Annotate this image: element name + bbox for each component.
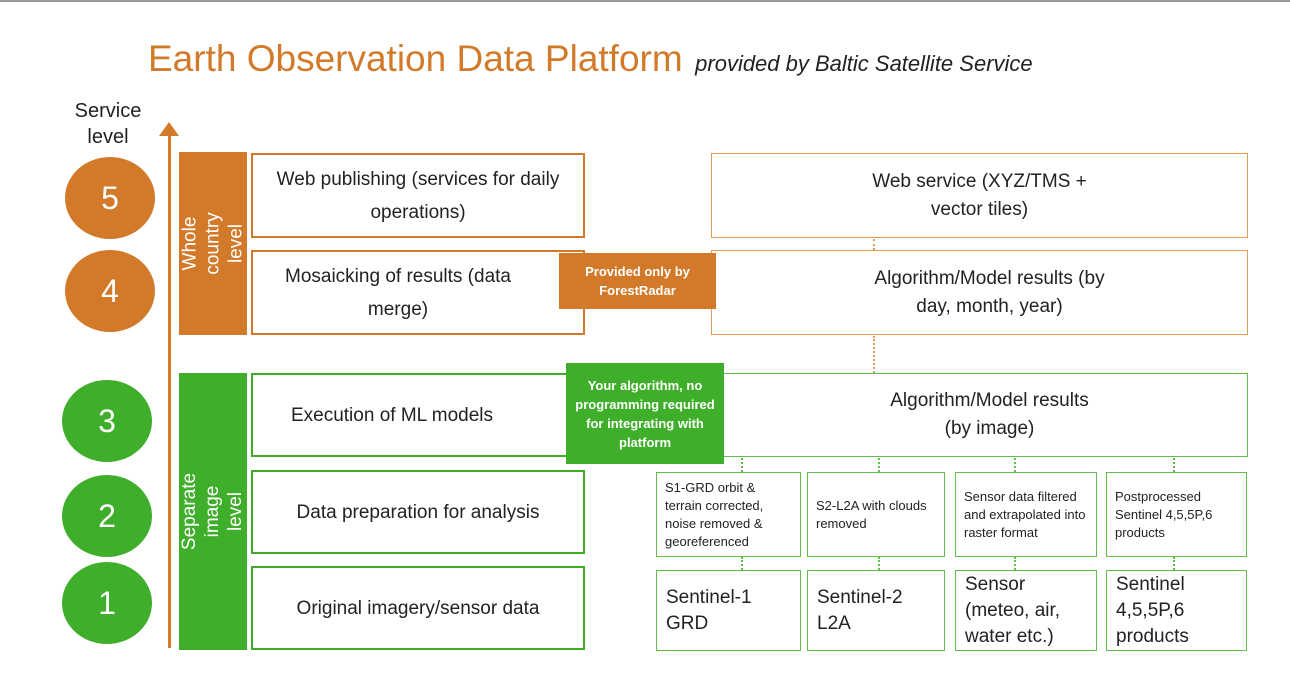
source-box: Sentinel-1 GRD [656,570,801,651]
separate-image-label: Separate image level [179,472,247,551]
source-label: Sentinel-1 GRD [666,586,752,634]
page-title: Earth Observation Data Platform provided… [148,38,1033,80]
processing-label: S2-L2A with clouds removed [816,497,927,531]
connector-image-proc-2 [878,458,880,472]
step-execution: Execution of ML models [251,373,585,457]
step-web-publishing: Web publishing (services for daily opera… [251,153,585,238]
service-level-label: Service level [74,100,142,148]
processing-label: S1-GRD orbit & terrain corrected, noise … [665,479,764,549]
step-original: Original imagery/sensor data [251,566,585,650]
step-mosaicking-label: Mosaicking of results (data merge) [285,265,511,320]
processing-box: Sensor data filtered and extrapolated in… [955,472,1097,557]
output-results-image-label: Algorithm/Model results (by image) [890,390,1089,439]
output-web-service: Web service (XYZ/TMS + vector tiles) [711,153,1248,238]
arrow-up-icon [159,122,179,136]
step-preparation-label: Data preparation for analysis [296,501,540,523]
source-box: Sentinel 4,5,5P,6 products [1106,570,1247,651]
top-border-line [0,0,1290,2]
source-box: Sensor (meteo, air, water etc.) [955,570,1097,651]
your-algorithm-badge-label: Your algorithm, no programming required … [575,377,715,450]
output-results-time-label: Algorithm/Model results (by day, month, … [874,267,1105,317]
connector-proc-src-4 [1173,557,1175,570]
connector-image-proc-1 [741,458,743,472]
processing-box: S2-L2A with clouds removed [807,472,945,557]
whole-country-label: Whole country level [179,212,247,275]
title-subtitle: provided by Baltic Satellite Service [695,51,1033,76]
title-main: Earth Observation Data Platform [148,38,683,79]
level-2-circle: 2 [62,475,152,557]
processing-label: Postprocessed Sentinel 4,5,5P,6 products [1115,488,1213,540]
level-5-circle: 5 [65,157,155,239]
connector-proc-src-1 [741,557,743,570]
source-label: Sentinel-2 L2A [817,586,903,634]
your-algorithm-badge: Your algorithm, no programming required … [566,363,724,464]
step-preparation: Data preparation for analysis [251,470,585,554]
step-mosaicking: Mosaicking of results (data merge) [251,250,585,335]
step-web-publishing-label: Web publishing (services for daily opera… [276,168,560,223]
connector-image-proc-4 [1173,458,1175,472]
forestradar-badge-label: Provided only by ForestRadar [585,264,690,298]
service-level-arrow [168,132,171,648]
source-label: Sentinel 4,5,5P,6 products [1116,573,1189,647]
connector-proc-src-2 [878,557,880,570]
processing-box: S1-GRD orbit & terrain corrected, noise … [656,472,801,557]
level-3-circle: 3 [62,380,152,462]
processing-label: Sensor data filtered and extrapolated in… [964,488,1086,540]
connector-proc-src-3 [1014,557,1016,570]
step-original-label: Original imagery/sensor data [296,597,540,619]
level-1-circle: 1 [62,562,152,644]
whole-country-band: Whole country level [179,152,247,335]
output-results-time: Algorithm/Model results (by day, month, … [711,250,1248,335]
source-label: Sensor (meteo, air, water etc.) [965,573,1061,647]
connector-results-time-image [873,336,875,373]
output-results-image: Algorithm/Model results (by image) [711,373,1248,457]
step-execution-label: Execution of ML models [290,404,494,426]
connector-web-results [873,239,875,250]
forestradar-badge: Provided only by ForestRadar [559,253,716,309]
processing-box: Postprocessed Sentinel 4,5,5P,6 products [1106,472,1247,557]
output-web-service-label: Web service (XYZ/TMS + vector tiles) [872,170,1087,220]
level-4-circle: 4 [65,250,155,332]
separate-image-band: Separate image level [179,373,247,650]
connector-image-proc-3 [1014,458,1016,472]
source-box: Sentinel-2 L2A [807,570,945,651]
